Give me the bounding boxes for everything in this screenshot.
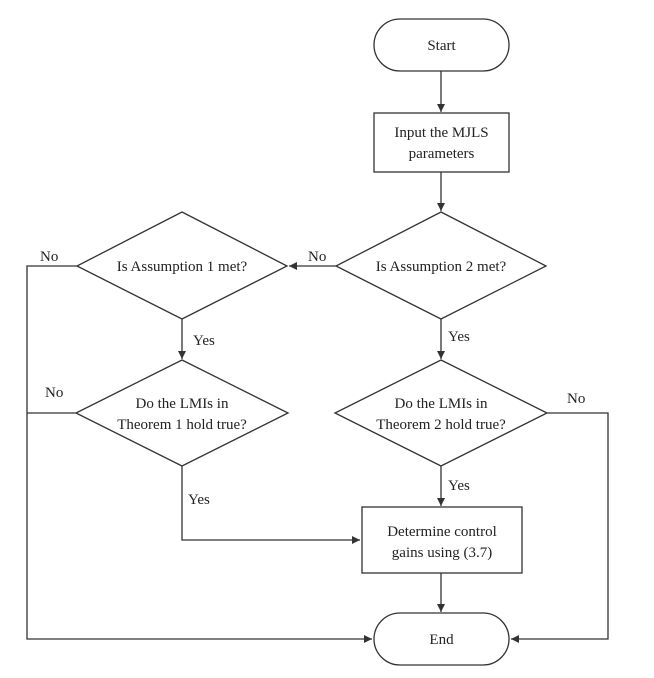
arrow-assumption-1-no <box>26 265 372 643</box>
assumption-1-decision: Is Assumption 1 met? <box>75 211 289 320</box>
assumption-1-label: Is Assumption 1 met? <box>117 259 248 275</box>
end-node: End <box>373 612 510 666</box>
input-label-line1: Input the MJLS <box>394 125 488 141</box>
assumption-1-no-label: No <box>40 249 58 265</box>
assumption-2-decision: Is Assumption 2 met? <box>334 211 548 320</box>
lmi-2-no-label: No <box>567 391 585 407</box>
lmi-1-no-label: No <box>45 385 63 401</box>
lmi-theorem-2-decision: Do the LMIs in Theorem 2 hold true? <box>333 359 549 467</box>
lmi-theorem-2-label-line1: Do the LMIs in <box>395 396 488 412</box>
lmi-theorem-1-decision: Do the LMIs in Theorem 1 hold true? <box>74 359 290 467</box>
lmi-theorem-1-label-line1: Do the LMIs in <box>136 396 229 412</box>
assumption-2-yes-label: Yes <box>448 329 470 345</box>
arrow-lmi-1-yes <box>181 466 360 544</box>
lmi-theorem-1-label-line2: Theorem 1 hold true? <box>117 417 247 433</box>
determine-gains-label-line1: Determine control <box>387 524 497 540</box>
input-parameters-node: Input the MJLS parameters <box>373 112 510 173</box>
assumption-2-label: Is Assumption 2 met? <box>376 259 507 275</box>
determine-gains-node: Determine control gains using (3.7) <box>361 506 523 574</box>
end-label: End <box>429 632 454 648</box>
lmi-1-yes-label: Yes <box>188 492 210 508</box>
input-label-line2: parameters <box>409 146 475 162</box>
arrow-lmi-2-no <box>511 412 609 643</box>
lmi-2-yes-label: Yes <box>448 478 470 494</box>
lmi-theorem-2-label-line2: Theorem 2 hold true? <box>376 417 506 433</box>
assumption-2-no-label: No <box>308 249 326 265</box>
determine-gains-label-line2: gains using (3.7) <box>392 545 492 561</box>
assumption-1-yes-label: Yes <box>193 333 215 349</box>
start-label: Start <box>427 38 456 54</box>
start-node: Start <box>373 18 510 72</box>
